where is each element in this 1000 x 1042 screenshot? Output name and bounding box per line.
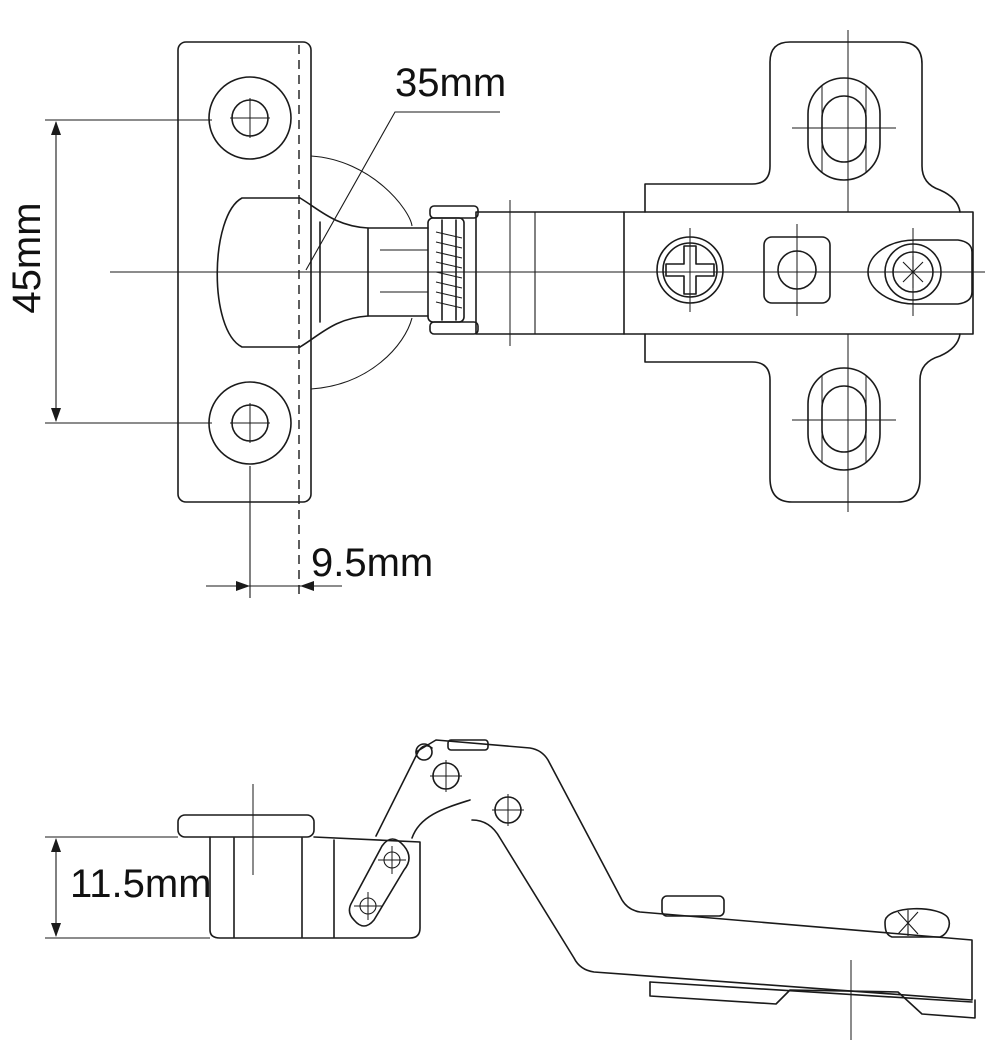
dimension-label-45mm: 45mm	[5, 202, 49, 313]
hinge-arm-neck	[299, 111, 500, 348]
dimension-9-5mm: 9.5mm	[206, 466, 433, 598]
square-adjust-screw-icon	[763, 224, 831, 316]
linkage-pin-top	[430, 760, 462, 792]
plate-screw-hole-bottom	[208, 381, 292, 465]
cup-side	[177, 784, 421, 939]
cup-arc	[310, 155, 413, 390]
dimension-11-5mm: 11.5mm	[45, 836, 212, 939]
plate-screw-hole-top	[208, 76, 292, 160]
dimension-label-35mm: 35mm	[395, 61, 506, 105]
spring-assembly	[427, 205, 479, 335]
hinge-arm	[110, 200, 985, 346]
mounting-slot-top	[792, 77, 896, 181]
cross-screw-icon	[656, 228, 724, 312]
cup-side-slot	[348, 838, 410, 927]
dimension-label-9-5mm: 9.5mm	[311, 541, 433, 585]
leader-line-35mm	[305, 111, 500, 271]
dimension-label-11-5mm: 11.5mm	[70, 862, 212, 906]
mounting-slot-bottom	[792, 367, 896, 471]
hinge-side-view: 11.5mm	[45, 739, 976, 1040]
hinge-top-view: 45mm 35mm 9.5mm	[5, 30, 985, 598]
mounting-plate	[644, 30, 961, 512]
hinge-linkage	[375, 739, 524, 839]
linkage-pin-mid	[492, 794, 524, 826]
arm-side-screw-head	[661, 895, 725, 917]
cup-plate	[177, 41, 312, 598]
depth-adjust-screw-icon	[867, 228, 973, 316]
hinge-arm-side	[415, 739, 973, 1040]
arm-side-cross-screw	[884, 907, 951, 938]
dimension-45mm: 45mm	[5, 119, 212, 424]
mounting-plate-side	[649, 981, 976, 1019]
